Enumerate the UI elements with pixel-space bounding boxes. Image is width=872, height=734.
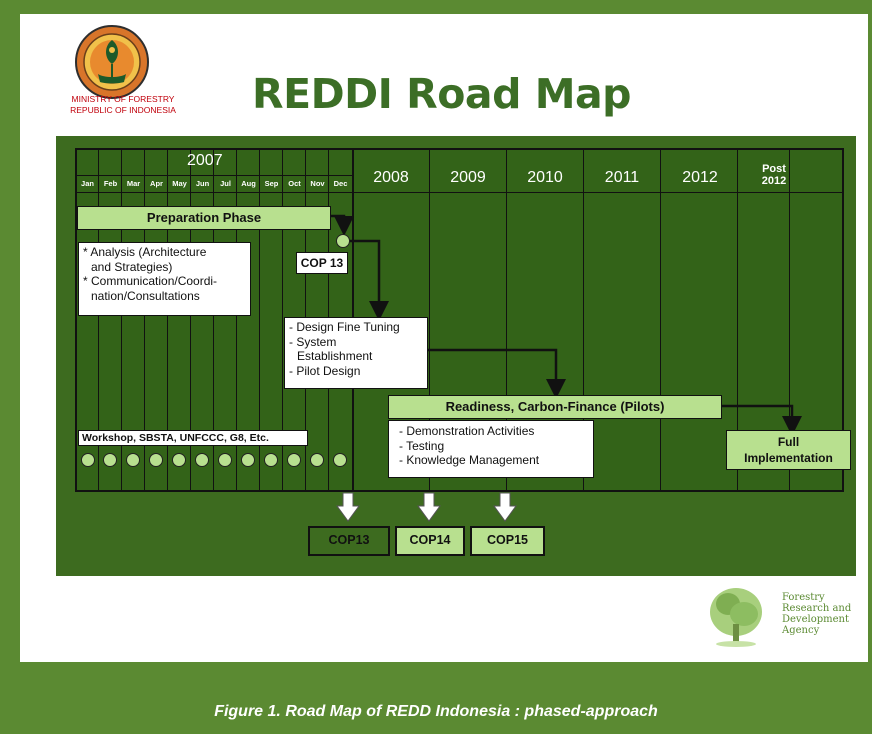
agency-name-line: Development — [782, 614, 849, 625]
design-tasks-box: - Design Fine Tuning - System Establishm… — [284, 317, 428, 389]
cop14-box: COP14 — [395, 526, 465, 556]
grid-line — [282, 150, 283, 490]
workshop-label: Workshop, SBSTA, UNFCCC, G8, Etc. — [78, 430, 308, 446]
grid-line — [583, 150, 584, 490]
milestone-circle — [126, 453, 140, 467]
milestone-circle — [149, 453, 163, 467]
grid-line — [660, 150, 661, 490]
task-item: - Knowledge Management — [399, 453, 540, 467]
roadmap-diagram: 2007 Jan Feb Mar Apr May Jun Jul Aug Sep… — [56, 136, 856, 576]
grid-line — [213, 150, 214, 490]
grid-line — [77, 175, 352, 176]
year-label: 2010 — [527, 169, 563, 186]
connector-arrows — [331, 214, 802, 522]
cop13-label: COP 13 — [296, 252, 348, 274]
agency-name-line: Forestry — [782, 592, 825, 603]
ministry-country: REPUBLIC OF INDONESIA — [70, 105, 176, 115]
year-label: 2008 — [373, 169, 409, 186]
year-label: 2009 — [450, 169, 486, 186]
task-item: nation/Consultations — [91, 288, 200, 303]
full-implementation-box: Full Implementation — [726, 430, 851, 470]
ministry-name: MINISTRY OF FORESTRY — [71, 94, 175, 104]
grid-line — [121, 150, 122, 490]
task-item: - System — [289, 334, 337, 349]
milestone-circle — [264, 453, 278, 467]
grid-line — [77, 192, 844, 193]
task-item: - Design Fine Tuning — [289, 320, 400, 334]
readiness-tasks-box: - Demonstration Activities - Testing - K… — [388, 420, 594, 478]
milestone-circle — [333, 453, 347, 467]
month-label: Mar — [126, 179, 141, 188]
milestone-circle — [103, 453, 117, 467]
month-label: Jan — [81, 179, 94, 188]
task-item: - Testing — [399, 438, 445, 453]
month-label: May — [172, 179, 187, 188]
post-label: Post — [762, 163, 786, 175]
milestone-circle — [336, 234, 350, 248]
grid-line — [144, 150, 145, 490]
task-item: and Strategies) — [91, 259, 173, 274]
agency-tree-logo — [710, 588, 762, 647]
grid-line — [98, 150, 99, 490]
milestone-circle — [81, 453, 95, 467]
milestone-circle — [310, 453, 324, 467]
cop13-box: COP13 — [308, 526, 390, 556]
full-label: Full — [777, 435, 800, 449]
figure-caption: Figure 1. Road Map of REDD Indonesia : p… — [214, 703, 658, 720]
month-label: Dec — [333, 179, 348, 188]
month-label: Oct — [288, 179, 301, 188]
milestone-circle — [287, 453, 301, 467]
grid-line — [737, 150, 738, 490]
month-label: Feb — [103, 179, 118, 188]
post-year-label: 2012 — [761, 175, 787, 187]
year-label: 2012 — [682, 169, 718, 186]
year-label: 2011 — [604, 169, 640, 186]
month-label: Aug — [241, 179, 256, 188]
task-item: - Pilot Design — [289, 363, 361, 378]
grid-line — [429, 150, 430, 490]
grid-line — [236, 150, 237, 490]
year-label-post-2012: Post 2012 — [749, 163, 799, 187]
month-label: Jul — [220, 179, 231, 188]
page-title: REDDI Road Map — [252, 70, 632, 118]
grid-line — [167, 150, 168, 490]
milestone-circle — [218, 453, 232, 467]
grid-line — [190, 150, 191, 490]
arrow-prep-to-cop13 — [331, 214, 354, 236]
agency-name-line: Agency — [782, 625, 820, 636]
ministry-logo — [75, 25, 149, 99]
milestone-circle — [172, 453, 186, 467]
implementation-label: Implementation — [744, 451, 833, 465]
milestone-circle — [241, 453, 255, 467]
down-arrow-cop15 — [493, 492, 517, 522]
arrow-design-to-readiness — [428, 348, 566, 399]
agency-name-line: Research and — [782, 603, 852, 614]
cop15-box: COP15 — [470, 526, 545, 556]
month-label: Sep — [264, 179, 279, 188]
task-item: * Communication/Coordi- — [83, 274, 218, 288]
month-label: Apr — [150, 179, 163, 188]
month-label: Jun — [195, 179, 210, 188]
grid-line — [506, 150, 507, 490]
task-item: Establishment — [297, 349, 373, 363]
preparation-phase-box: Preparation Phase — [77, 206, 331, 230]
preparation-tasks-box: * Analysis (Architecture and Strategies)… — [78, 242, 251, 316]
arrow-readiness-to-full — [721, 404, 802, 436]
grid-line — [789, 150, 790, 490]
task-item: - Demonstration Activities — [399, 424, 535, 438]
down-arrow-cop14 — [417, 492, 441, 522]
grid-line — [259, 150, 260, 490]
month-label: Nov — [310, 179, 325, 188]
arrow-cop13-to-design — [348, 239, 389, 321]
readiness-phase-box: Readiness, Carbon-Finance (Pilots) — [388, 395, 722, 419]
milestone-circle — [195, 453, 209, 467]
year-2007-label: 2007 — [187, 152, 223, 169]
task-item: * Analysis (Architecture — [83, 245, 207, 259]
down-arrow-cop13 — [336, 492, 360, 522]
